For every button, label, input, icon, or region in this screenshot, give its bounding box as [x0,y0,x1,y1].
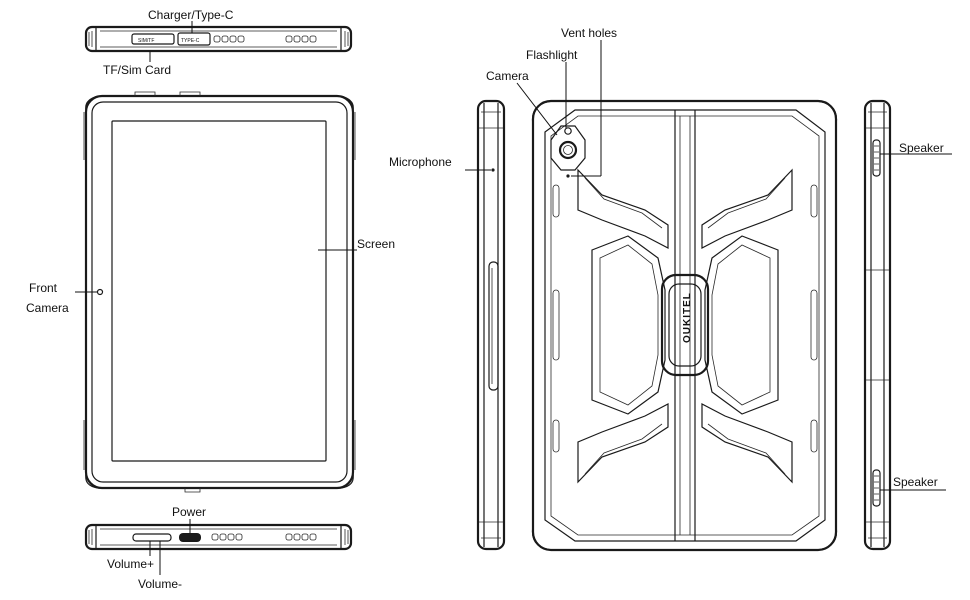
volume-button [132,533,172,542]
microphone-hole [491,168,495,172]
tablet-back-view: OUKITEL [531,99,838,552]
microphone-label: Microphone [389,155,452,169]
bottom-edge-view [84,523,353,551]
top-edge-view: SIM/TF TYPE-C [84,25,353,53]
flashlight-label: Flashlight [526,48,578,62]
camera-rear-label: Camera [486,69,529,83]
speaker-bottom-label: Speaker [893,475,938,489]
speaker-grille-top [872,139,881,177]
logo-plate [660,273,710,377]
top-vent-row [213,35,317,43]
front-camera-lens [96,288,104,296]
right-side-view [863,99,892,551]
front-camera-label: Camera [26,301,69,315]
camera-module [550,125,586,171]
power-button [179,533,201,542]
flashlight-icon [564,127,572,135]
front-label: Front [29,281,58,295]
vent-hole [566,174,570,178]
bottom-vent-row [211,533,317,541]
tablet-front-view [83,91,356,493]
left-side-view [476,99,506,551]
charger-label: Charger/Type-C [148,8,234,22]
rear-camera-icon [558,140,578,160]
volume-up-label: Volume+ [107,557,154,571]
speaker-top-label: Speaker [899,141,944,155]
tf-sim-label: TF/Sim Card [103,63,171,77]
speaker-grille-bottom [872,469,881,507]
brand-logo: OUKITEL [682,292,693,343]
volume-down-label: Volume- [138,577,182,591]
type-c-marking: TYPE-C [181,38,200,44]
sim-slot-marking: SIM/TF [138,38,154,44]
power-label: Power [172,505,206,519]
vent-holes-label: Vent holes [561,26,617,40]
screen-label: Screen [357,237,395,251]
